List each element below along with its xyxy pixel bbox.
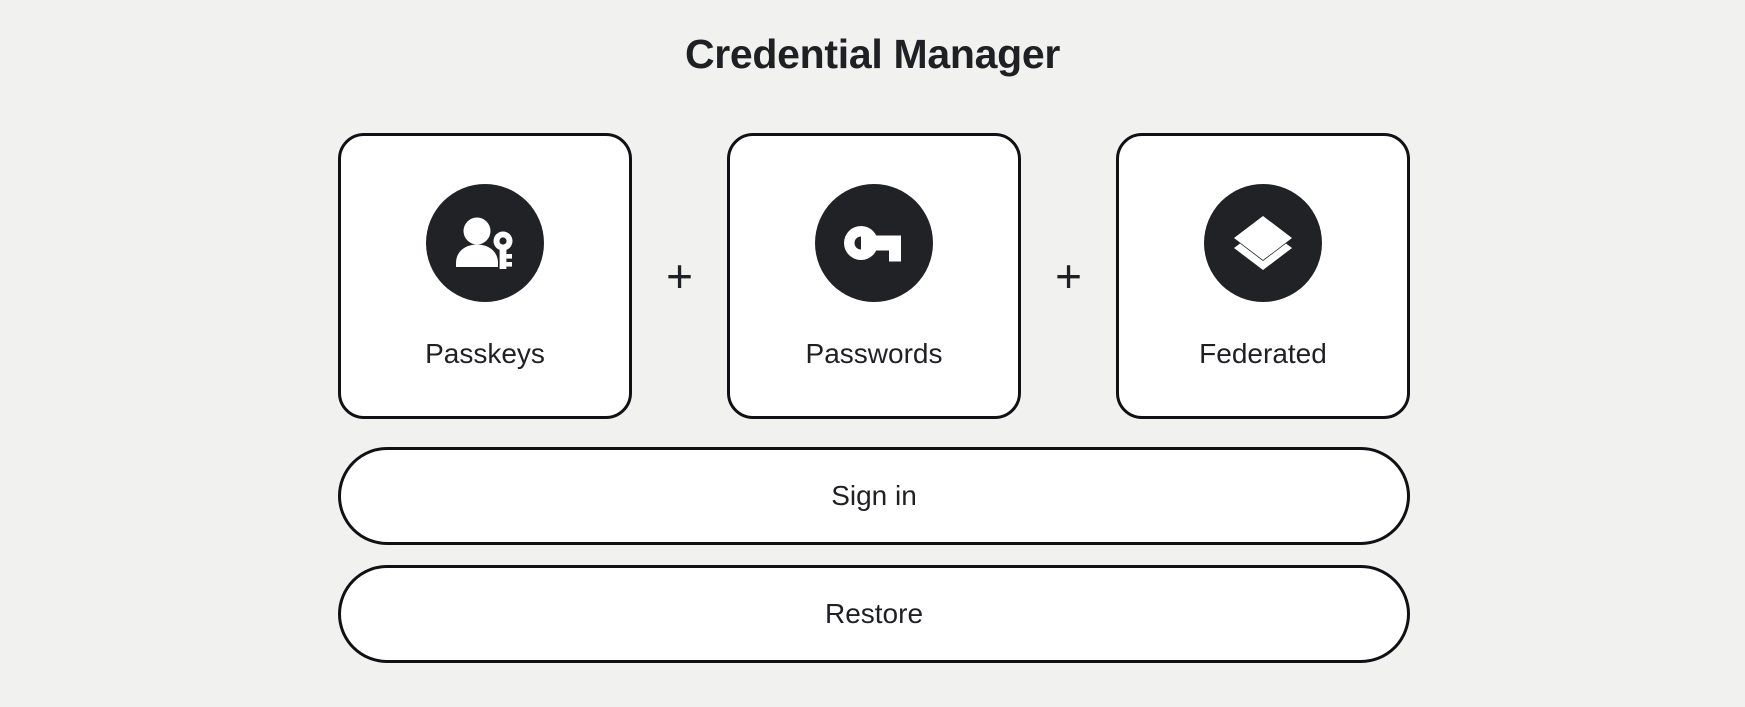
layers-icon xyxy=(1204,184,1322,302)
person-key-icon xyxy=(426,184,544,302)
action-button-stack: Sign in Restore xyxy=(338,447,1410,663)
restore-button[interactable]: Restore xyxy=(338,565,1410,663)
sign-in-button[interactable]: Sign in xyxy=(338,447,1410,545)
credential-card-label: Federated xyxy=(1199,338,1327,369)
plus-separator-2: + xyxy=(1055,250,1082,302)
credential-card-passkeys[interactable]: Passkeys xyxy=(338,133,632,419)
credential-card-federated[interactable]: Federated xyxy=(1116,133,1410,419)
credential-card-label: Passwords xyxy=(805,338,943,369)
credential-card-passwords[interactable]: Passwords xyxy=(727,133,1021,419)
plus-separator-1: + xyxy=(666,250,693,302)
credential-card-label: Passkeys xyxy=(425,338,545,369)
page-title: Credential Manager xyxy=(684,31,1061,77)
key-icon xyxy=(815,184,933,302)
credential-type-row: Passkeys + Passwords + xyxy=(338,132,1410,420)
